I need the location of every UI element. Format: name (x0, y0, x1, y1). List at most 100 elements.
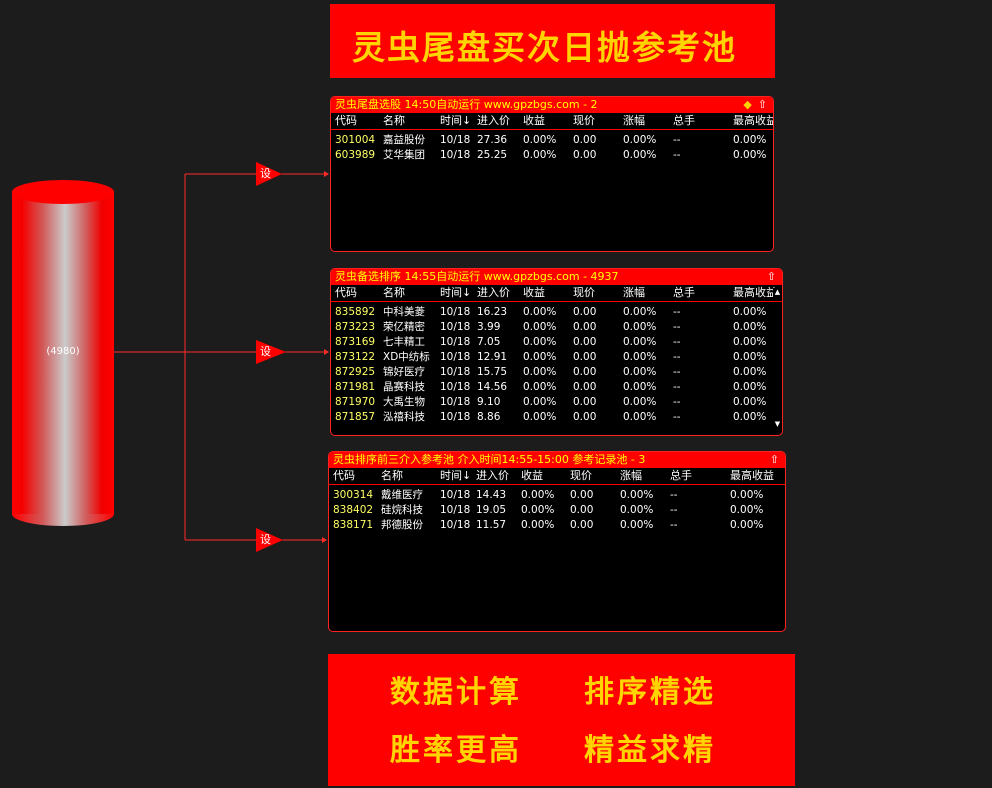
column-header-change-pct[interactable]: 涨幅 (623, 286, 645, 299)
cell-name: 硅烷科技 (381, 504, 423, 516)
column-header-entry-price[interactable]: 进入价 (477, 286, 510, 299)
cell-volume: -- (673, 149, 681, 161)
column-header-current-price[interactable]: 现价 (570, 469, 592, 482)
cell-max-return: 0.00% (733, 336, 767, 348)
collapse-arrow-icon[interactable]: ⇧ (769, 453, 779, 466)
column-header-time[interactable]: 时间↓ (440, 286, 472, 299)
cell-return: 0.00% (523, 321, 557, 333)
cell-max-return: 0.00% (730, 504, 764, 516)
cell-volume: -- (673, 366, 681, 378)
cell-max-return: 0.00% (730, 519, 764, 531)
stock-pool-count: (4980) (46, 346, 80, 357)
cell-name: 艾华集团 (383, 149, 425, 161)
cell-name: 荣亿精密 (383, 321, 425, 333)
set-button-2[interactable]: 设 (260, 345, 271, 358)
cell-change-pct: 0.00% (620, 519, 654, 531)
set-button-3[interactable]: 设 (260, 533, 271, 546)
cell-volume: -- (673, 134, 681, 146)
panel-title: 灵虫尾盘选股 14:50自动运行 www.gpzbgs.com - 2 (335, 98, 598, 111)
column-header-return[interactable]: 收益 (523, 286, 545, 299)
cell-time: 10/18 (440, 351, 471, 363)
cell-code: 603989 (335, 149, 376, 161)
column-header-return[interactable]: 收益 (523, 114, 545, 127)
collapse-arrow-icon[interactable]: ⇧ (766, 270, 776, 283)
column-header-name[interactable]: 名称 (383, 286, 405, 299)
scroll-down-icon[interactable]: ▼ (773, 420, 782, 430)
cell-volume: -- (673, 411, 681, 423)
column-header-volume[interactable]: 总手 (673, 114, 695, 127)
cell-code: 838171 (333, 519, 374, 531)
cell-change-pct: 0.00% (623, 366, 657, 378)
column-header-current-price[interactable]: 现价 (573, 114, 595, 127)
cell-max-return: 0.00% (733, 381, 767, 393)
column-header-code[interactable]: 代码 (335, 114, 357, 127)
cell-max-return: 0.00% (733, 149, 767, 161)
panel-title-bar: 灵虫备选排序 14:55自动运行 www.gpzbgs.com - 4937 ⇧ (331, 269, 782, 285)
column-header-max-return[interactable]: 最高收益 (730, 469, 774, 482)
collapse-arrow-icon[interactable]: ⇧ (757, 98, 767, 111)
column-header-time[interactable]: 时间↓ (440, 469, 472, 482)
column-header-change-pct[interactable]: 涨幅 (623, 114, 645, 127)
set-triangle-1 (256, 162, 282, 186)
cell-name: 中科美菱 (383, 306, 425, 318)
column-header-name[interactable]: 名称 (383, 114, 405, 127)
column-header-current-price[interactable]: 现价 (573, 286, 595, 299)
column-header-change-pct[interactable]: 涨幅 (620, 469, 642, 482)
column-header-max-return[interactable]: 最高收益 (733, 286, 777, 299)
cell-name: 七丰精工 (383, 336, 425, 348)
column-header-code[interactable]: 代码 (333, 469, 355, 482)
column-header-time[interactable]: 时间↓ (440, 114, 472, 127)
cell-volume: -- (670, 504, 678, 516)
stock-pool-cylinder: (4980) (12, 180, 114, 526)
cell-return: 0.00% (521, 489, 555, 501)
column-header-name[interactable]: 名称 (381, 469, 403, 482)
cell-max-return: 0.00% (733, 366, 767, 378)
cell-time: 10/18 (440, 381, 471, 393)
cell-return: 0.00% (521, 519, 555, 531)
column-header-volume[interactable]: 总手 (673, 286, 695, 299)
cell-volume: -- (670, 489, 678, 501)
cell-time: 10/18 (440, 336, 471, 348)
cell-change-pct: 0.00% (620, 489, 654, 501)
cell-change-pct: 0.00% (623, 351, 657, 363)
column-header-entry-price[interactable]: 进入价 (476, 469, 509, 482)
cell-current-price: 0.00 (573, 134, 597, 146)
column-header-volume[interactable]: 总手 (670, 469, 692, 482)
column-header-entry-price[interactable]: 进入价 (477, 114, 510, 127)
column-header-code[interactable]: 代码 (335, 286, 357, 299)
cell-code: 871857 (335, 411, 376, 423)
cell-return: 0.00% (521, 504, 555, 516)
set-button-1[interactable]: 设 (260, 167, 271, 180)
cell-volume: -- (673, 351, 681, 363)
column-header-max-return[interactable]: 最高收益 (733, 114, 774, 127)
top-three-entry-panel: 灵虫排序前三介入参考池 介入时间14:55-15:00 参考记录池 - 3 ⇧ … (328, 451, 786, 632)
column-header-return[interactable]: 收益 (521, 469, 543, 482)
cell-time: 10/18 (440, 366, 471, 378)
scroll-up-icon[interactable]: ▲ (773, 288, 782, 298)
diamond-icon[interactable]: ◆ (743, 98, 752, 111)
cell-max-return: 0.00% (733, 321, 767, 333)
cell-change-pct: 0.00% (623, 411, 657, 423)
set-triangle-2 (256, 340, 286, 364)
cell-return: 0.00% (523, 351, 557, 363)
cell-code: 871970 (335, 396, 376, 408)
footer-text-2: 排序精选 (584, 675, 716, 710)
cell-name: 戴维医疗 (381, 489, 423, 501)
cell-max-return: 0.00% (733, 396, 767, 408)
footer-text-4: 精益求精 (584, 733, 716, 768)
